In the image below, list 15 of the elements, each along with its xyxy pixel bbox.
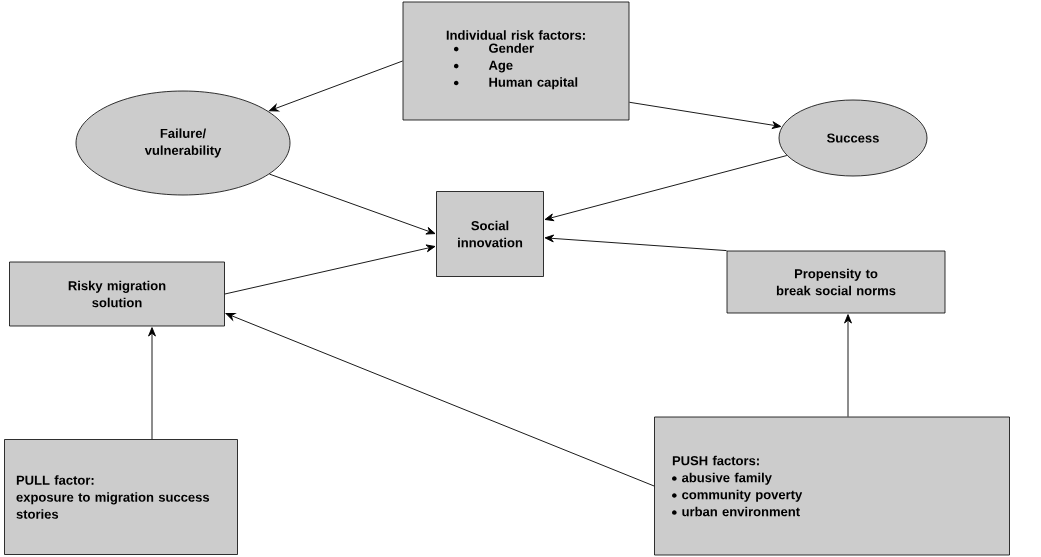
arrow [628, 101, 782, 129]
factor-box: Social innovation [436, 191, 544, 277]
factor-box: Risky migration solution [9, 261, 225, 327]
arrow [148, 327, 156, 440]
arrow [268, 60, 404, 112]
arrow [269, 173, 436, 235]
arrow [844, 314, 852, 418]
arrow [225, 312, 655, 487]
factor-box: PUSH factors: abusive family community poverty urban environment [654, 416, 1010, 556]
arrow [224, 244, 436, 295]
arrow [544, 155, 788, 222]
factor-box: Propensity to break social norms [726, 250, 946, 314]
factor-box: PULL factor: exposure to migration success stories [4, 439, 238, 555]
arrow [544, 234, 728, 252]
factor-box: Individual risk factors: Gender Age Human capital [402, 1, 630, 121]
